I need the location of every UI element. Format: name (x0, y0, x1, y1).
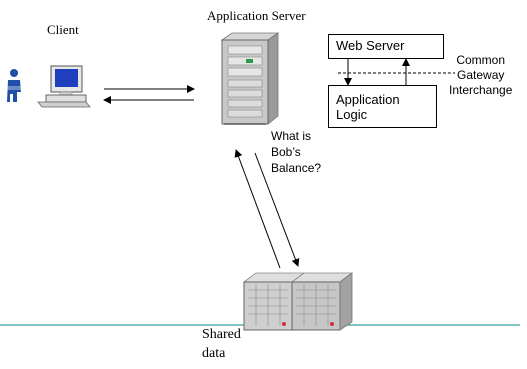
query-line-3: Balance? (271, 161, 322, 175)
application-logic-line-1: Application (336, 92, 400, 107)
query-line-1: What is (271, 129, 312, 143)
query-line-2: Bob’s (271, 145, 301, 159)
shared-data-line-1: Shared (202, 327, 241, 342)
query-arrow (254, 152, 300, 267)
client-label: Client (47, 22, 79, 37)
web-server-label: Web Server (336, 38, 405, 53)
web-server-box (328, 34, 444, 59)
shared-data-label: Shared data (202, 325, 241, 363)
application-logic-line-2: Logic (336, 107, 368, 122)
query-label: What is Bob’s Balance? (271, 128, 321, 176)
cgi-line-1: Common (456, 53, 506, 67)
cgi-line-3: Interchange (449, 83, 513, 97)
application-server-icon (220, 32, 280, 125)
application-logic-label: Application Logic (336, 92, 400, 122)
person-icon (7, 69, 21, 102)
cgi-line-2: Gateway (457, 68, 505, 82)
result-arrow (234, 149, 281, 269)
shared-data-storage-icon (242, 272, 354, 331)
client-computer-icon (7, 65, 91, 108)
application-server-label: Application Server (207, 8, 306, 23)
application-logic-box (328, 85, 437, 128)
cgi-label: Common Gateway Interchange (449, 53, 512, 98)
shared-data-line-2: data (202, 346, 226, 361)
